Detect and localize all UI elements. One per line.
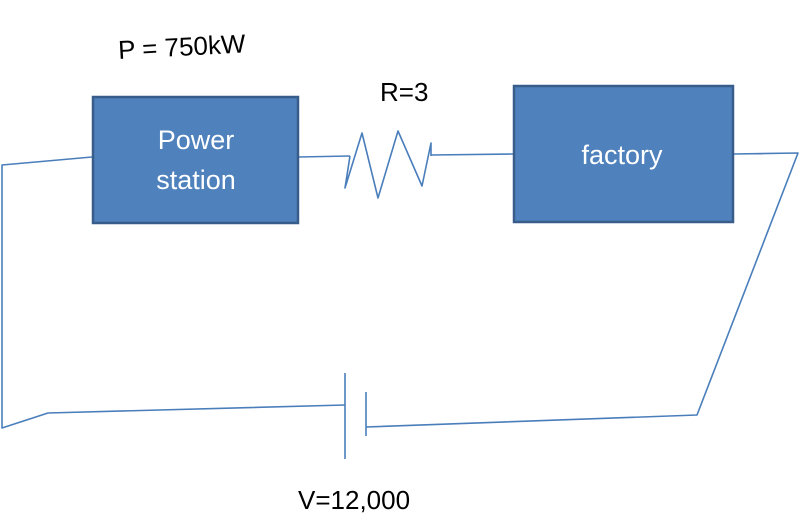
- wire-left-loop: [1, 156, 346, 429]
- wire-station-to-resistor: [297, 155, 351, 158]
- wire-resistor-to-factory: [430, 153, 514, 156]
- power-station-block: [91, 95, 300, 225]
- factory-label: factory: [581, 140, 663, 170]
- power-station-label-line1: Power: [158, 125, 235, 155]
- wire-right-loop: [365, 152, 799, 428]
- resistor-symbol: [344, 130, 432, 199]
- power-label: P = 750kW: [117, 28, 246, 65]
- voltage-label: V=12,000: [298, 485, 410, 515]
- resistance-label: R=3: [380, 77, 428, 107]
- power-station-label-line2: station: [156, 165, 236, 195]
- factory-block: [512, 84, 735, 224]
